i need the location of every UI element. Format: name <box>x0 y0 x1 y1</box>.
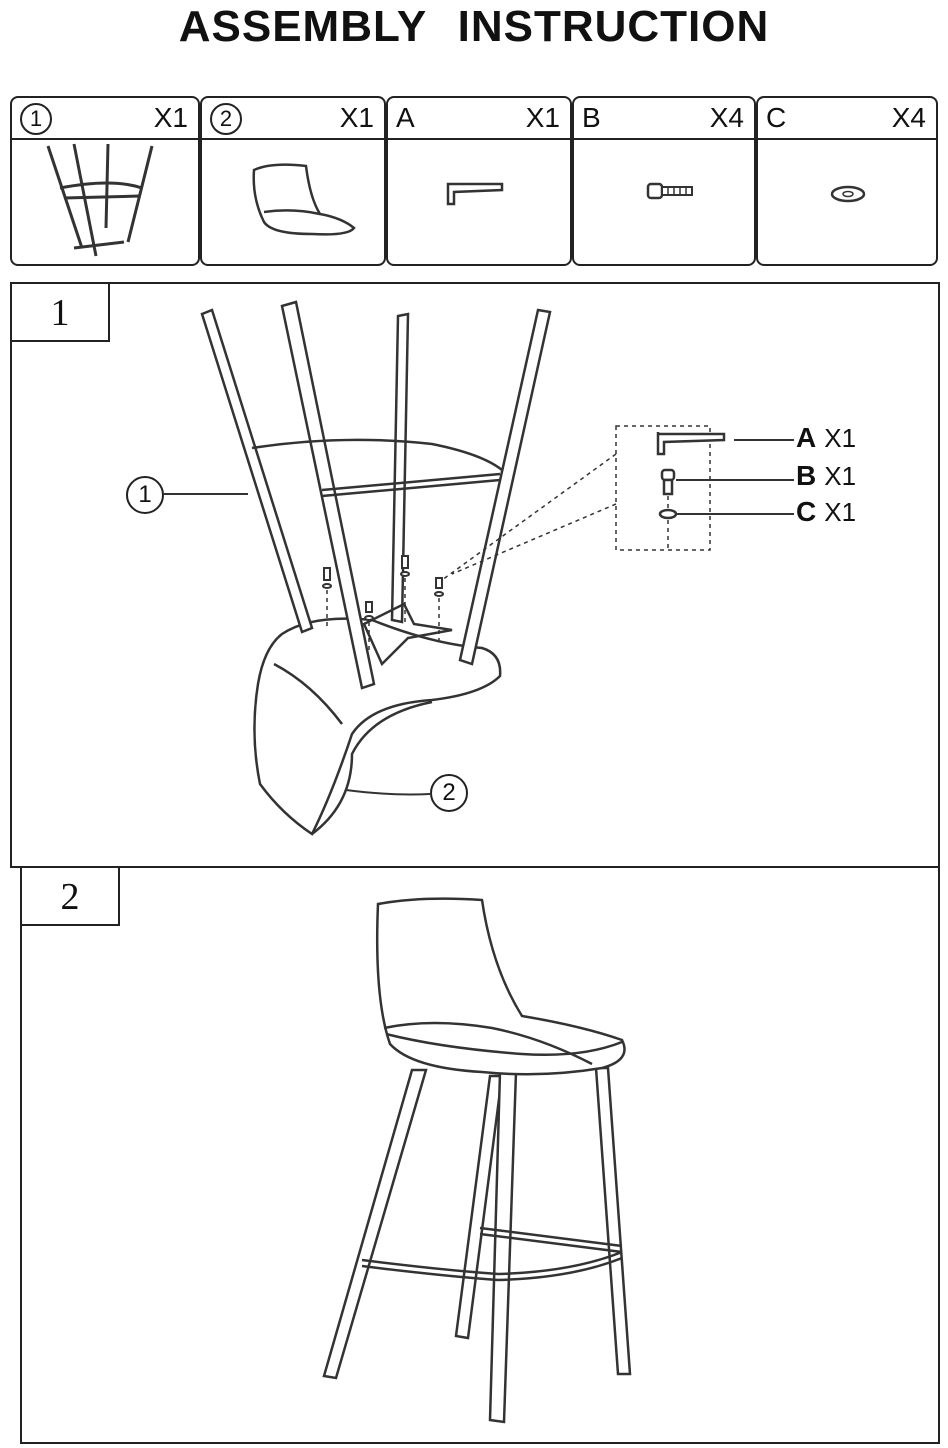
step-2-illustration <box>322 897 632 1424</box>
part-id: 1 <box>20 103 52 135</box>
part-id: 2 <box>210 103 242 135</box>
part-qty: X4 <box>709 102 744 133</box>
step-1-illustration <box>164 300 794 836</box>
parts-list: 1 X1 2 X1 A <box>10 96 938 268</box>
step-1-panel: 1 <box>10 282 940 868</box>
part-frame: 1 X1 <box>10 96 200 266</box>
part-id: A <box>396 102 415 133</box>
part-qty: X1 <box>339 102 374 133</box>
part-washer: C X4 <box>756 96 938 266</box>
frame-icon <box>46 143 154 257</box>
step-number: 2 <box>22 868 120 926</box>
part-qty: X1 <box>525 102 560 133</box>
step-2-panel: 2 <box>20 866 940 1444</box>
part-id: B <box>582 102 601 133</box>
part-qty: X1 <box>153 102 188 133</box>
seat-reference: 2 <box>430 774 468 812</box>
page-title: ASSEMBLY INSTRUCTION <box>178 2 770 51</box>
part-seat: 2 X1 <box>200 96 386 266</box>
frame-reference: 1 <box>126 476 164 514</box>
part-allen-key: A X1 <box>386 96 572 266</box>
part-bolt: B X4 <box>572 96 756 266</box>
part-qty: X4 <box>891 102 926 133</box>
step-number: 1 <box>12 284 110 342</box>
seat-icon <box>252 163 356 236</box>
bolt-icon <box>646 182 693 200</box>
part-id: C <box>766 102 787 133</box>
washer-icon <box>830 185 866 203</box>
allen-key-icon <box>446 182 504 206</box>
